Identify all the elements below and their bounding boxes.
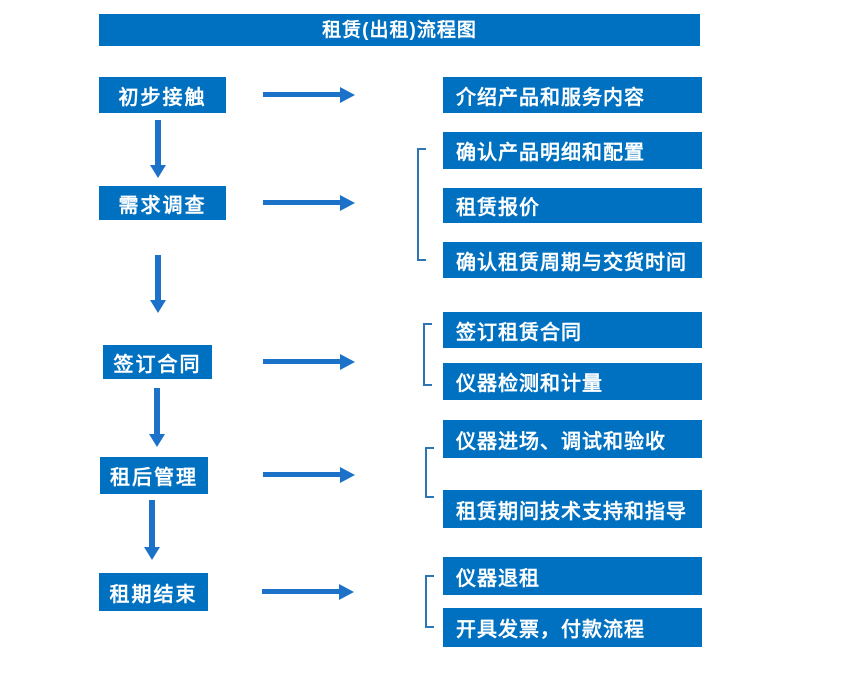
right-arrow-stem: [262, 589, 340, 594]
step-box-demand-survey: 需求调查: [99, 186, 226, 220]
right-arrow-3: [263, 354, 355, 370]
right-arrow-head-icon: [339, 584, 354, 600]
down-arrow-head-icon: [150, 165, 166, 178]
step-box-rental-end: 租期结束: [99, 573, 208, 611]
detail-box-confirm-product-details: 确认产品明细和配置: [443, 132, 702, 169]
down-arrow-stem: [155, 255, 161, 300]
detail-box-instrument-return: 仪器退租: [443, 557, 702, 595]
detail-box-technical-support: 租赁期间技术支持和指导: [443, 490, 702, 528]
right-arrow-5: [262, 584, 354, 600]
right-arrow-4: [263, 467, 355, 483]
right-arrow-stem: [263, 472, 341, 477]
group-bracket-demand-survey: [417, 148, 426, 261]
right-arrow-head-icon: [340, 87, 355, 103]
down-arrow-head-icon: [150, 300, 166, 313]
group-bracket-rental-end: [425, 575, 434, 628]
group-bracket-post-rental: [425, 447, 434, 498]
right-arrow-head-icon: [340, 195, 355, 211]
step-box-post-rental-management: 租后管理: [100, 457, 208, 494]
detail-box-confirm-rental-period: 确认租赁周期与交货时间: [443, 242, 702, 278]
detail-box-rental-quotation: 租赁报价: [443, 188, 702, 223]
down-arrow-stem: [154, 388, 160, 434]
down-arrow-stem: [149, 500, 155, 547]
down-arrow-head-icon: [149, 434, 165, 447]
right-arrow-head-icon: [340, 467, 355, 483]
detail-box-introduce-products: 介绍产品和服务内容: [443, 77, 702, 113]
detail-box-instrument-setup-acceptance: 仪器进场、调试和验收: [443, 420, 702, 458]
right-arrow-stem: [263, 200, 341, 205]
down-arrow-head-icon: [144, 547, 160, 560]
right-arrow-head-icon: [340, 354, 355, 370]
right-arrow-stem: [263, 92, 341, 97]
detail-box-instrument-inspection: 仪器检测和计量: [443, 363, 702, 400]
down-arrow-4: [144, 500, 160, 560]
group-bracket-sign-contract: [423, 323, 432, 386]
down-arrow-1: [150, 120, 166, 178]
right-arrow-stem: [263, 359, 341, 364]
step-box-sign-contract: 签订合同: [103, 345, 212, 379]
down-arrow-stem: [155, 120, 161, 165]
step-box-initial-contact: 初步接触: [99, 77, 226, 113]
down-arrow-2: [150, 255, 166, 313]
detail-box-sign-rental-contract: 签订租赁合同: [443, 312, 702, 348]
detail-box-invoice-payment: 开具发票，付款流程: [443, 608, 702, 647]
right-arrow-2: [263, 195, 355, 211]
right-arrow-1: [263, 87, 355, 103]
down-arrow-3: [149, 388, 165, 447]
flowchart-title: 租赁(出租)流程图: [99, 14, 700, 46]
